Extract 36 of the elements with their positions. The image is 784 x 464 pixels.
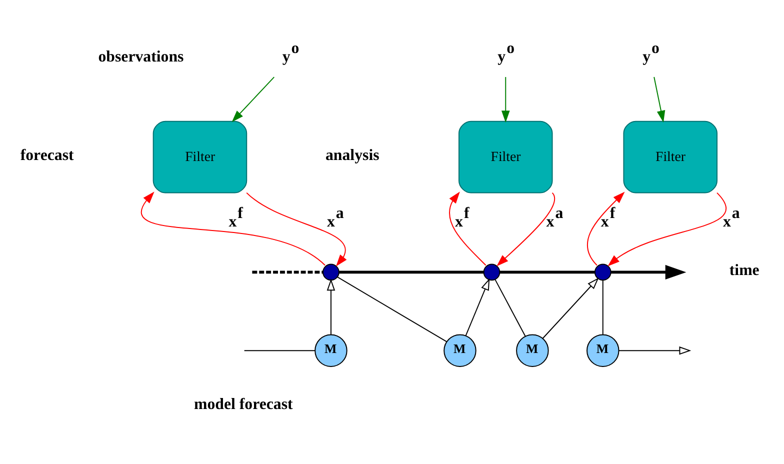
- arrow: [465, 278, 490, 336]
- arrow: [501, 76, 510, 122]
- node-box: Filter: [152, 120, 248, 193]
- arrow: [654, 76, 666, 122]
- node-circle: M: [586, 334, 620, 366]
- arrow: [246, 192, 347, 266]
- arrow: [586, 191, 625, 266]
- connector: [337, 276, 448, 342]
- node-circle: [483, 263, 500, 280]
- label: forecast: [20, 146, 74, 164]
- connector: [339, 270, 484, 274]
- connector: [494, 278, 526, 336]
- arrow: [140, 191, 326, 266]
- connector: [602, 279, 604, 334]
- node-circle: [322, 263, 340, 280]
- connector: [500, 270, 595, 274]
- arrow: [496, 192, 555, 266]
- node-circle: [594, 263, 612, 280]
- arrow: [610, 264, 686, 279]
- node-box: Filter: [623, 120, 718, 193]
- node-circle: M: [516, 334, 549, 366]
- node-circle: M: [314, 334, 348, 366]
- node-box: Filter: [458, 120, 553, 193]
- arrow: [326, 278, 336, 334]
- arrow: [608, 192, 727, 266]
- arrow: [448, 191, 486, 266]
- label: time: [729, 261, 760, 278]
- connector: [244, 350, 316, 351]
- connector: [252, 270, 323, 274]
- node-circle: M: [444, 334, 476, 366]
- arrow: [232, 76, 275, 122]
- label: analysis: [326, 146, 380, 164]
- arrow: [542, 277, 599, 338]
- arrow: [618, 346, 692, 354]
- label: model forecast: [194, 395, 293, 412]
- label: observations: [98, 48, 184, 66]
